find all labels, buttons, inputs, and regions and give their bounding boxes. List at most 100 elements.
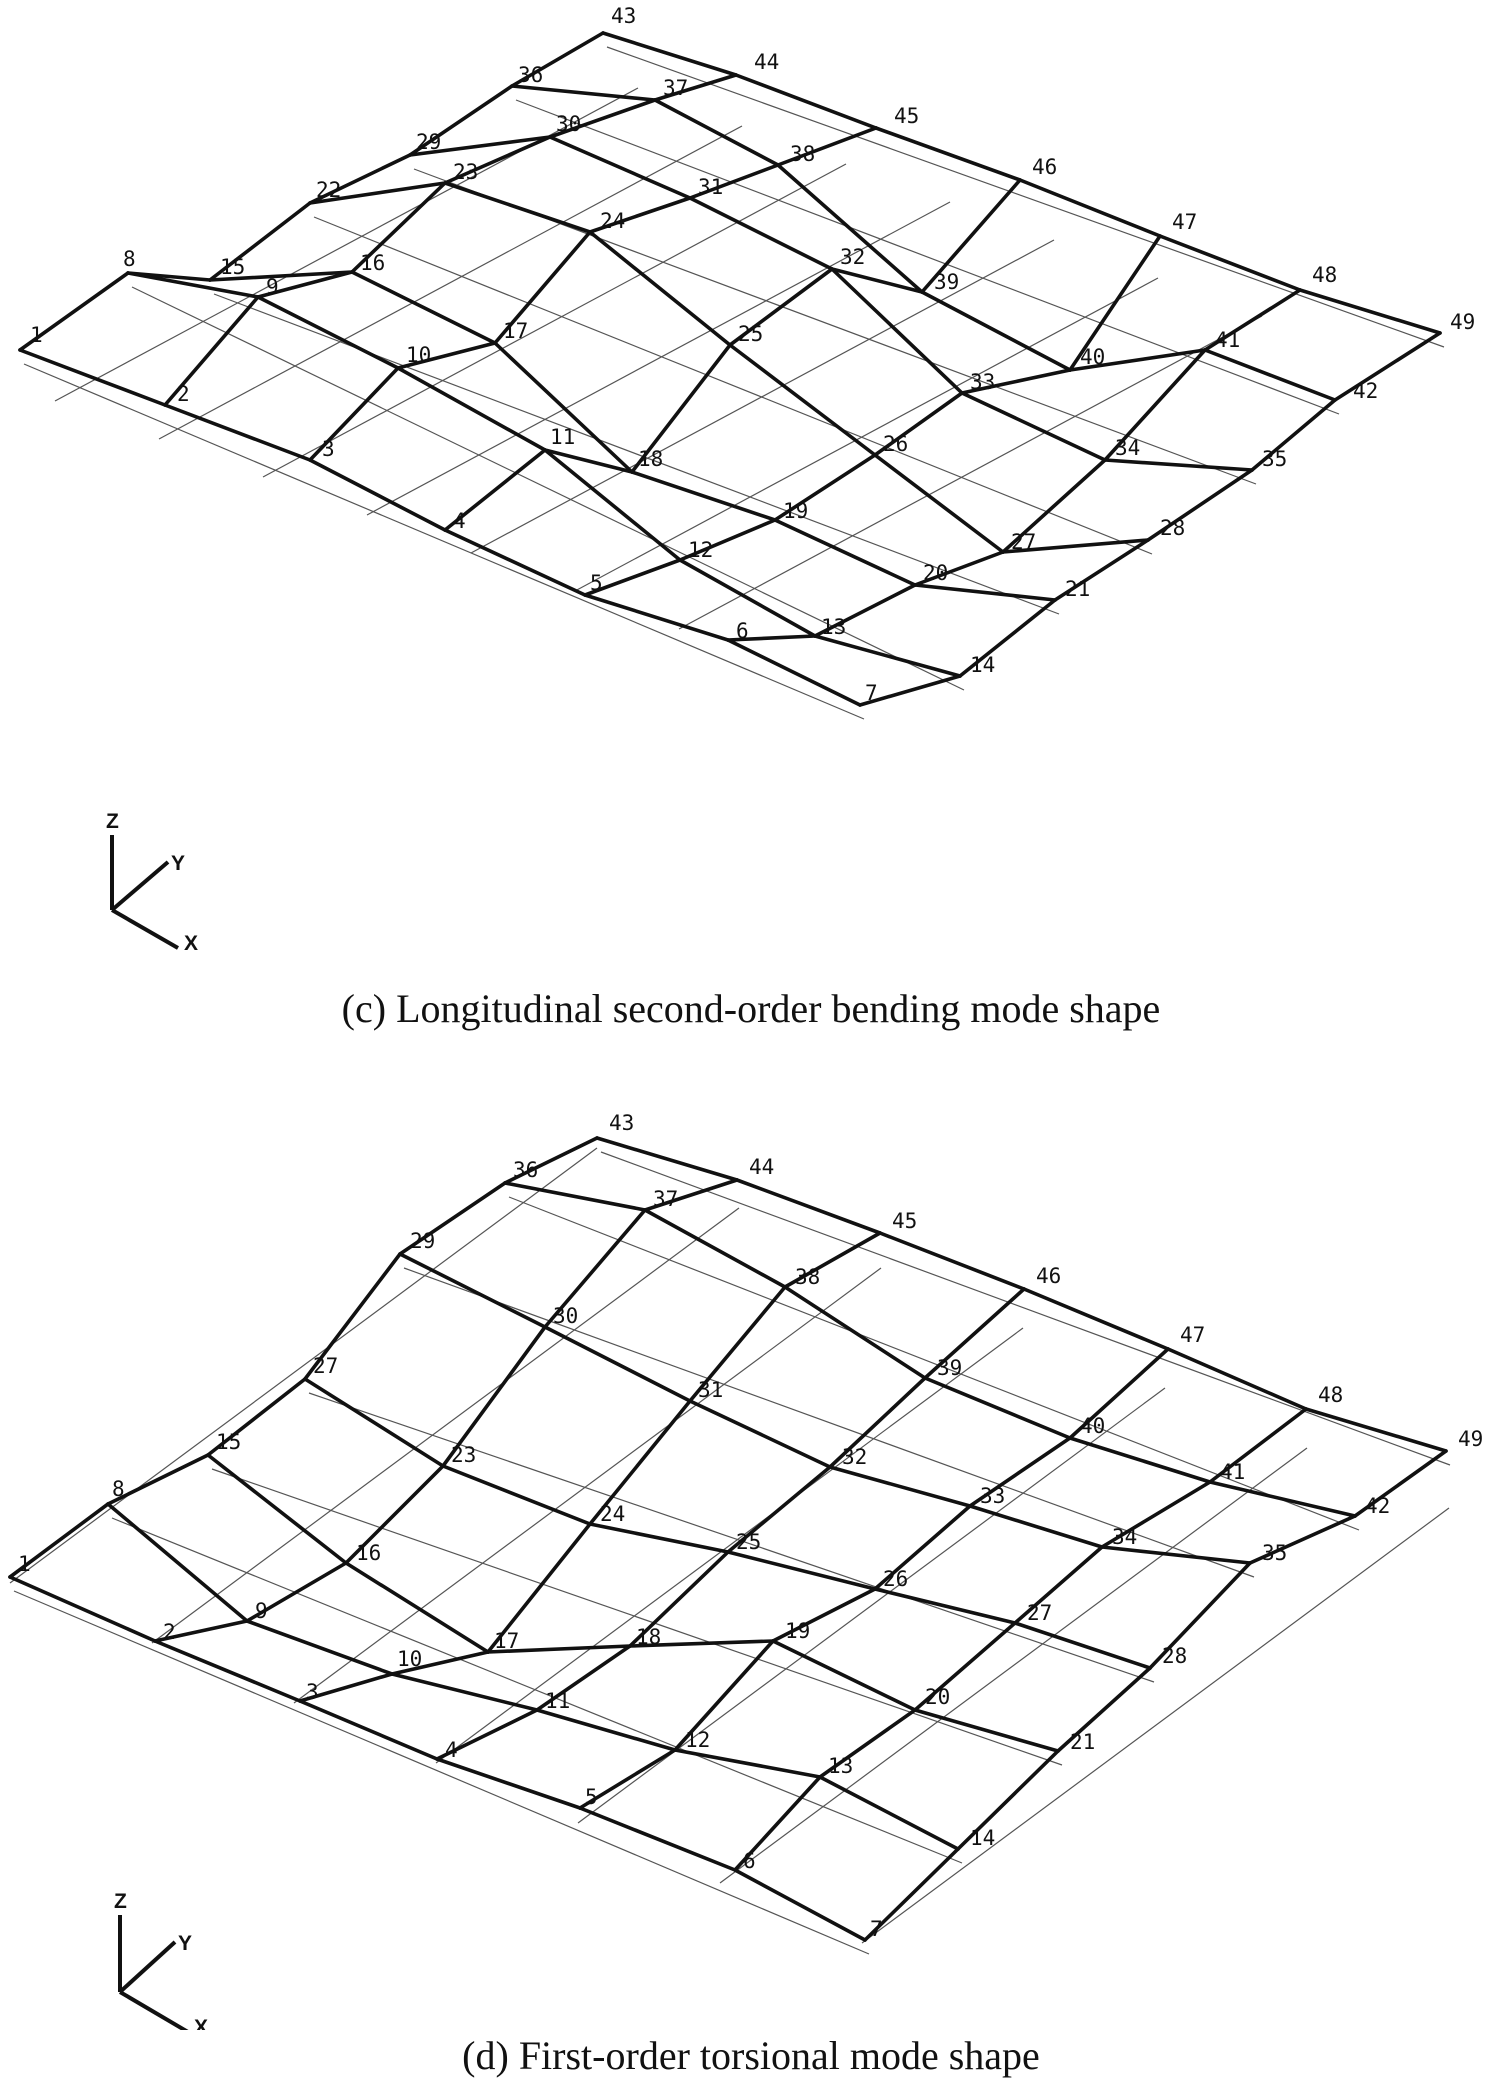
mesh-element-edge: [443, 135, 552, 185]
mesh-element-edge: [208, 270, 354, 282]
mesh-element-edge: [588, 230, 732, 347]
mesh-element-edge: [818, 1708, 917, 1779]
node-label: 36: [518, 63, 543, 87]
reference-grid-line: [600, 1151, 1451, 1466]
mesh-element-edge: [153, 1619, 249, 1643]
node-label: 26: [883, 1567, 908, 1591]
mesh-element-edge: [968, 1436, 1072, 1508]
node-label: 17: [494, 1629, 519, 1653]
mesh-element-edge: [390, 1650, 490, 1676]
node-label: 27: [1027, 1601, 1052, 1625]
mesh-element-edge: [858, 674, 962, 707]
node-label: 4: [453, 509, 466, 533]
mesh-element-edge: [308, 153, 412, 205]
node-label: 30: [556, 112, 581, 136]
node-label: 5: [585, 1785, 598, 1809]
node-label: 40: [1080, 345, 1105, 369]
mesh-element-edge: [1053, 538, 1150, 602]
node-label: 44: [749, 1155, 774, 1179]
mesh-element-edge: [543, 448, 634, 474]
node-label: 2: [163, 1620, 176, 1644]
mesh-element-edge: [486, 1522, 592, 1654]
node-label: 37: [653, 1187, 678, 1211]
mesh-element-edge: [344, 1561, 490, 1654]
reference-grid: [23, 46, 1445, 720]
mesh-element-edge: [583, 593, 730, 642]
mesh-element-edge: [163, 295, 260, 407]
mesh-element-edge: [493, 230, 592, 345]
mesh-element-edge: [1248, 1514, 1357, 1565]
reference-grid-line: [470, 239, 1055, 554]
mesh-element-edge: [783, 1285, 927, 1380]
mesh-element-edge: [308, 458, 447, 532]
mesh-element-edge: [830, 267, 964, 395]
reference-grid-line: [131, 286, 965, 691]
mesh-element-edge: [303, 1377, 445, 1468]
mesh-element-edge: [245, 1561, 348, 1623]
mesh-element-edge: [578, 1748, 677, 1810]
mesh-element-edge: [734, 73, 878, 130]
mesh-element-edge: [390, 1672, 539, 1712]
mesh-element-edge: [688, 163, 780, 200]
mesh-element-edge: [960, 391, 1107, 462]
node-label: 7: [865, 681, 878, 705]
node-label: 31: [698, 1378, 723, 1402]
mesh-element-edge: [126, 271, 212, 282]
mesh-element-edge: [503, 1181, 647, 1212]
node-label: 42: [1353, 379, 1378, 403]
mesh-element-edge: [206, 1453, 348, 1565]
node-label: 29: [410, 1229, 435, 1253]
node-label: 24: [600, 209, 625, 233]
caption-c: (c) Longitudinal second-order bending mo…: [341, 986, 1161, 1031]
axis-x-label: X: [184, 932, 198, 955]
node-label: 9: [255, 1599, 268, 1623]
mesh-element-edge: [1100, 1545, 1252, 1565]
mesh-element-edge: [920, 178, 1022, 294]
node-label: 45: [892, 1209, 917, 1233]
node-label: 25: [738, 322, 763, 346]
node-label: 45: [894, 104, 919, 128]
mesh-element-edge: [18, 271, 130, 352]
node-label: 22: [316, 178, 341, 202]
mesh-element-edge: [818, 1775, 960, 1851]
node-label: 29: [416, 130, 441, 154]
mesh-element-edge: [1203, 348, 1337, 402]
node-label: 48: [1318, 1383, 1343, 1407]
mesh-element-edge: [535, 1644, 632, 1712]
mesh-element-edge: [653, 98, 780, 167]
mesh-element-edge: [688, 1285, 787, 1403]
mesh-element-edge: [510, 31, 605, 88]
mesh-element-edge: [728, 343, 877, 457]
mesh-element-edge: [873, 1587, 1017, 1625]
reference-grid-line: [211, 1468, 1063, 1766]
node-label: 28: [1160, 516, 1185, 540]
node-label: 38: [795, 1265, 820, 1289]
mesh-element-edge: [913, 550, 1005, 587]
node-label: 49: [1450, 310, 1475, 334]
reference-grid-line: [403, 1267, 1255, 1578]
mesh-element-edge: [960, 368, 1072, 395]
mesh-element-edge: [1250, 398, 1337, 472]
node-label: 36: [513, 1158, 538, 1182]
mesh-element-edge: [630, 470, 777, 522]
node-label: 41: [1220, 1460, 1245, 1484]
mesh-element-edge: [493, 341, 634, 474]
mesh-element-edge: [153, 1639, 302, 1703]
mesh-element-edge: [773, 518, 917, 587]
mesh-element-edge: [813, 634, 962, 678]
node-label: 46: [1036, 1264, 1061, 1288]
node-label: 17: [503, 319, 528, 343]
mesh-element-edge: [543, 1325, 692, 1403]
node-label: 33: [970, 370, 995, 394]
mesh-element-edge: [673, 1748, 822, 1779]
axis-y-line: [110, 860, 170, 912]
reference-grid-line: [9, 1147, 598, 1584]
node-label: 6: [743, 1849, 756, 1873]
node-label: 35: [1262, 447, 1287, 471]
mesh-element-edge: [1018, 178, 1162, 238]
mesh-element-edge: [8, 1502, 110, 1579]
mesh-element-edge: [206, 1377, 307, 1457]
node-label: 35: [1262, 1541, 1287, 1565]
